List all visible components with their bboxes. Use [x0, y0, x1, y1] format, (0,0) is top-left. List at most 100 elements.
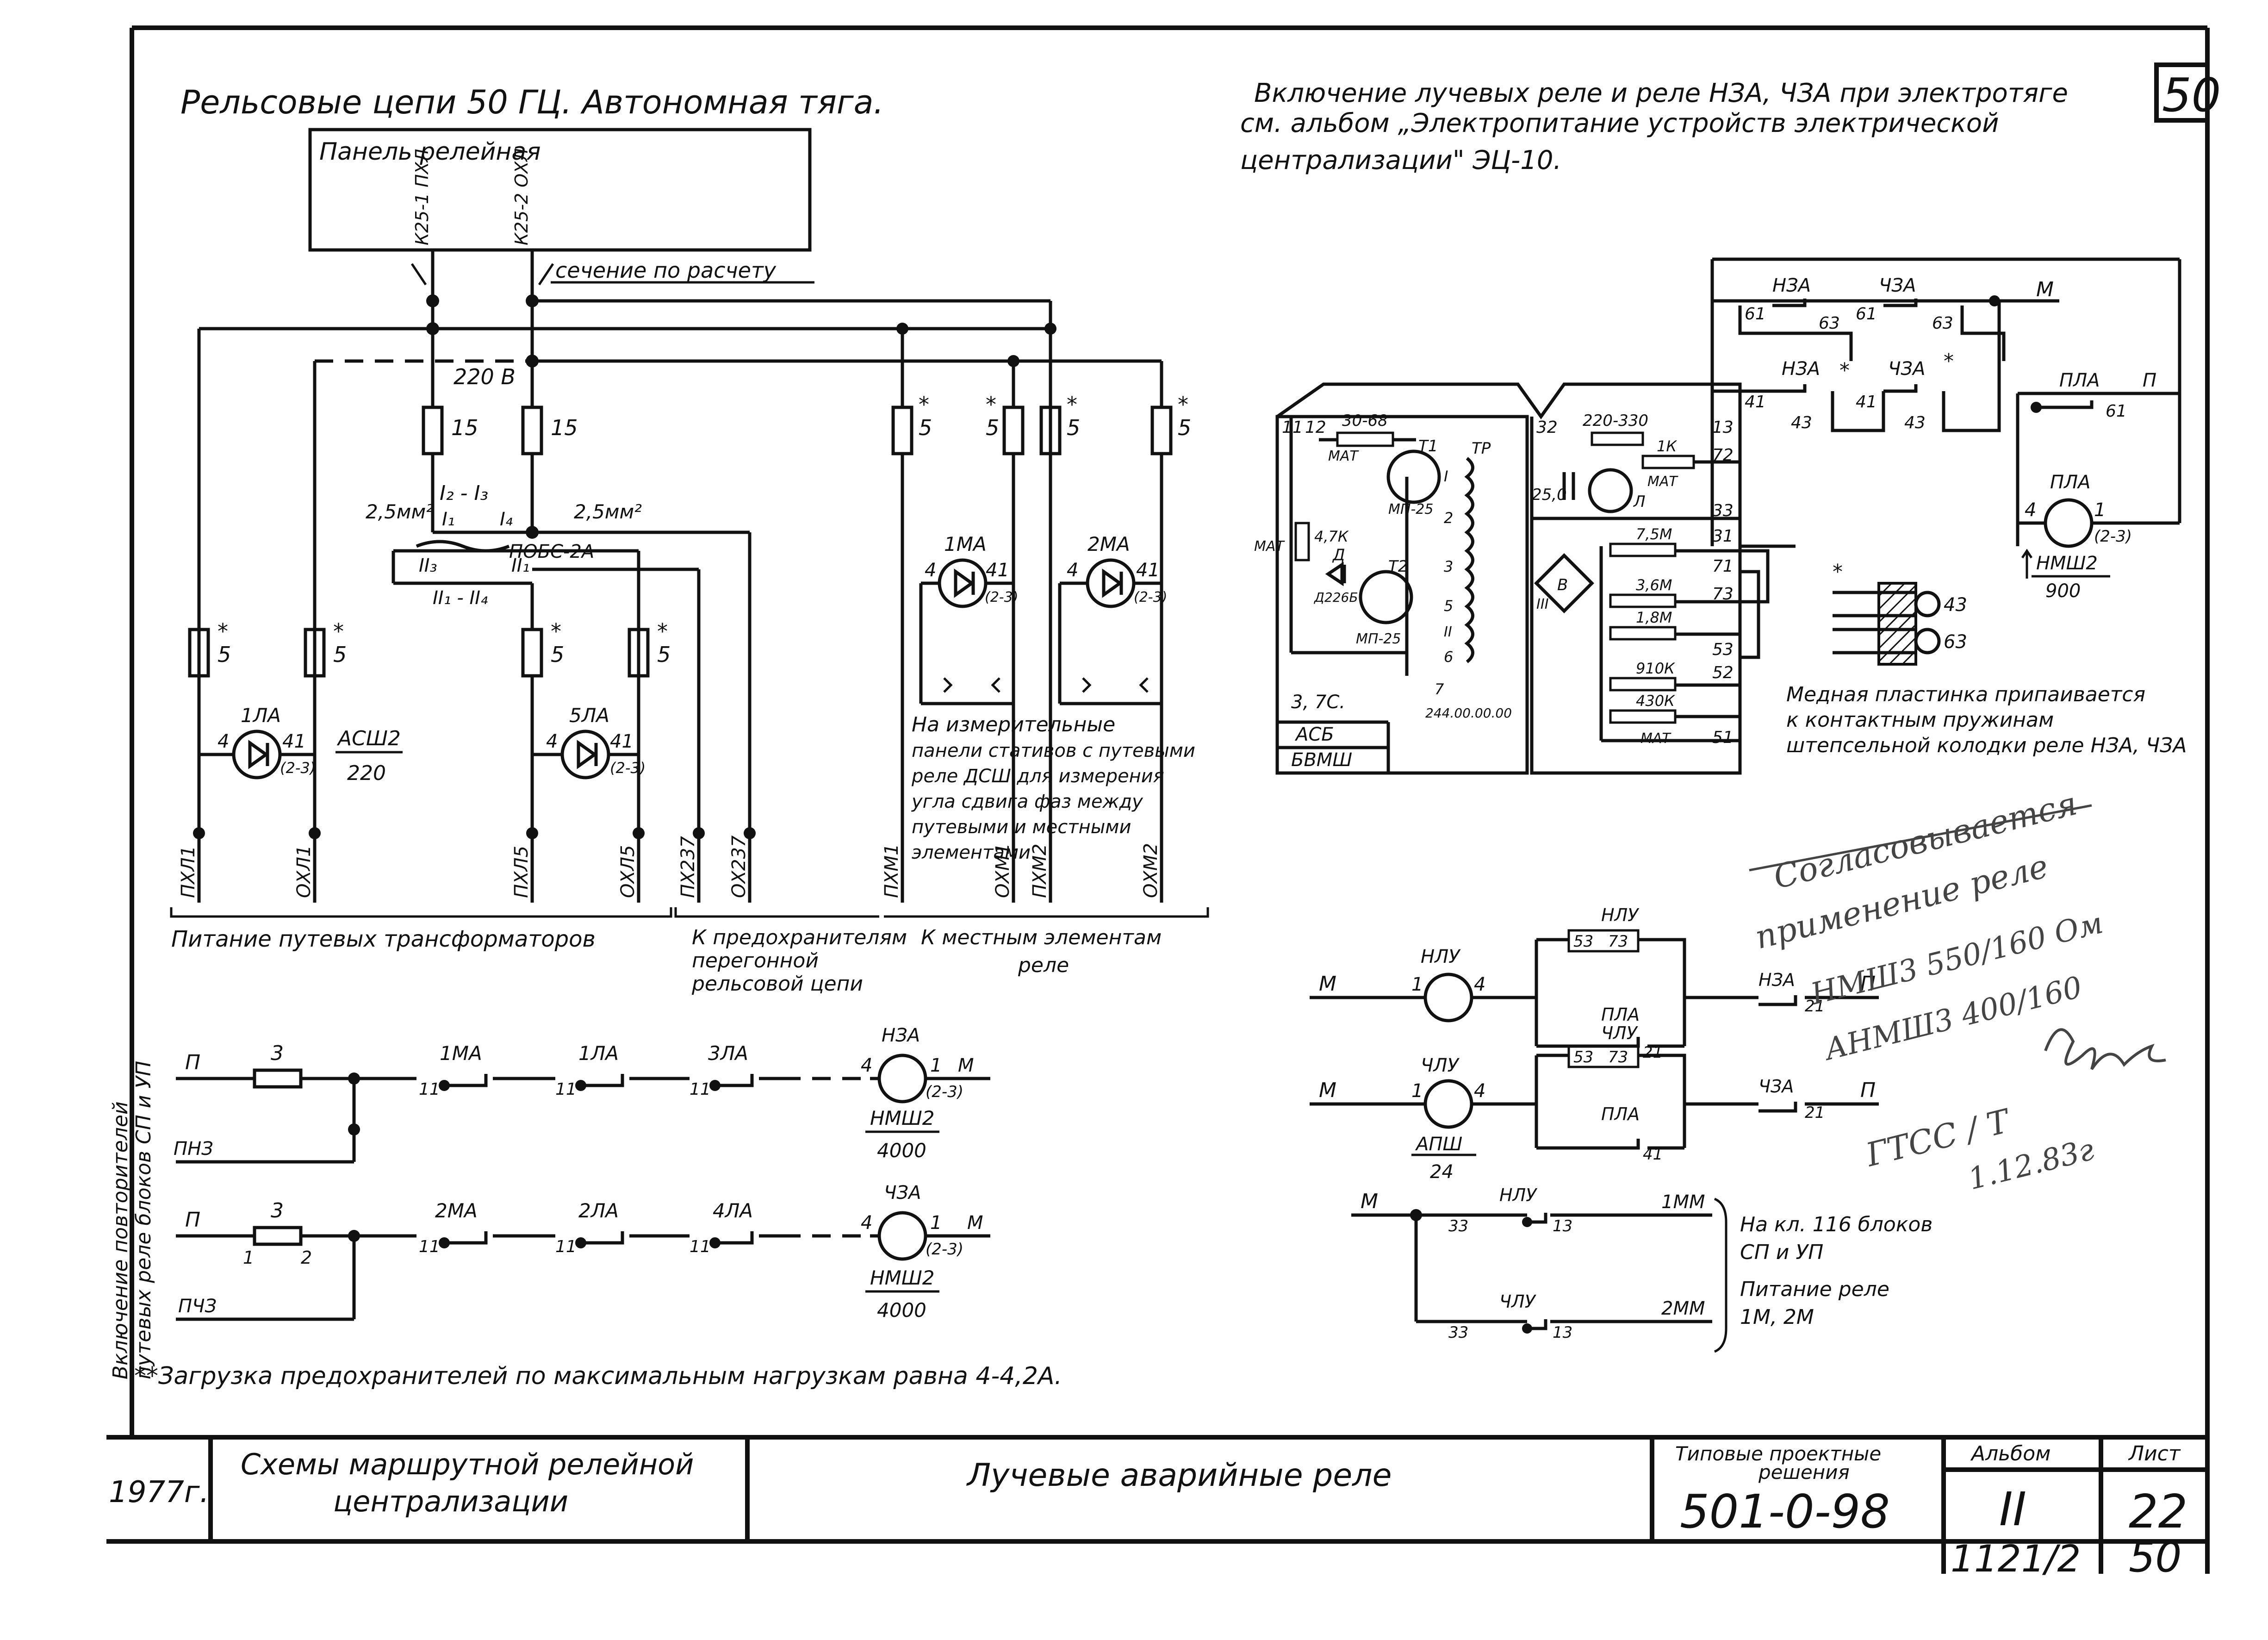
fuse-star: * [657, 619, 668, 644]
box-label-bvmsh: БВМШ [1291, 749, 1352, 771]
row2-relay-pin-4: 4 [861, 1212, 872, 1234]
caption-to-fuses-2: перегонной [692, 949, 819, 973]
nza-top: НЗА [1772, 275, 1811, 296]
fuse-15-left: 15 [422, 405, 478, 532]
pla-feed: П [2143, 370, 2156, 391]
caption-to-fuses-3: рельсовой цепи [691, 972, 863, 996]
mm-note-4: 1М, 2М [1740, 1305, 1814, 1329]
clu-pin-1: 1 [1411, 1080, 1423, 1102]
nza-end: НЗА [1758, 970, 1795, 990]
winding-iii: III [1536, 596, 1549, 612]
mm-out-2: 2ММ [1661, 1298, 1705, 1319]
title-block: 1977г. Схемы маршрутной релейной централ… [106, 1435, 2207, 1582]
pla-relay-value: 900 [2045, 580, 2081, 602]
resistor-mat-4: МАТ [1640, 730, 1671, 747]
mm-pin-33: 33 [1448, 1217, 1468, 1235]
row2-relay-value: 4000 [877, 1299, 926, 1322]
fuse-star: * [919, 392, 929, 417]
clu-type: АПШ [1415, 1134, 1462, 1155]
fuse-star: * [1067, 392, 1077, 417]
relay-2ma-pin-c: (2-3) [1134, 589, 1167, 605]
row1-relay-pin-4: 4 [861, 1055, 872, 1076]
row2-pin: 11 [690, 1237, 711, 1256]
clu-circuit: М ЧЛУ 1 4 АПШ 24 ЧЛУ 53 73 ПЛА 41 ЧЗА 21… [1310, 1023, 1879, 1183]
terminal-pxl1: ПХЛ1 [178, 846, 199, 898]
electronic-block: 11 12 30-68 МАТ Т1 МП-25 Т2 МП-25 4,7К М… [1254, 382, 1796, 775]
row2-return: ПЧЗ [178, 1296, 217, 1317]
row2-relay-name: ЧЗА [884, 1182, 921, 1203]
row2-pin: 11 [419, 1237, 440, 1256]
fuse-5-label: 5 [1067, 415, 1080, 440]
voltage-220: 220 В [454, 364, 516, 389]
relay-5la-name: 5ЛА [569, 704, 609, 727]
row2-relay-pins: (2-3) [926, 1240, 963, 1259]
feed-right-label: К25-2 ОХЛ [511, 148, 532, 245]
mm-pin-13b: 13 [1553, 1323, 1572, 1342]
transistor-t2: Т2 [1388, 557, 1408, 576]
row1-pin: 11 [419, 1080, 440, 1099]
repeater-title-2: путевых реле блоков СП и УП [132, 1061, 155, 1379]
repeater-title: Включение повторителей путевых реле блок… [109, 1061, 155, 1379]
page-number: 50 [2129, 1533, 2182, 1582]
row1-relay-m: М [958, 1055, 974, 1076]
relay-value: 220 [347, 761, 386, 785]
sheet-frame: 50 [130, 25, 2221, 1574]
row2-relay-m: М [967, 1212, 983, 1234]
pin-52: 52 [1712, 663, 1734, 682]
resistor-7-5m: 7,5М [1636, 525, 1672, 543]
relay-1la-pin-a: 4 [217, 731, 229, 752]
fuse-5-label: 5 [333, 642, 347, 667]
feed-left-label: К25-1 ПХЛ [412, 149, 432, 245]
row2-fuse: 3 [271, 1199, 284, 1222]
relay-1ma-pin-b: 41 [986, 560, 1009, 581]
repeater-title-1: Включение повторителей [109, 1101, 132, 1379]
winding-ii3: II₃ [419, 555, 437, 576]
clu-end: П [1860, 1079, 1876, 1102]
copper-note-3: штепсельной колодки реле НЗА, ЧЗА [1786, 734, 2187, 757]
pla-relay-name: ПЛА [2050, 472, 2091, 493]
mm-note-2: СП и УП [1740, 1241, 1823, 1264]
terminal-oxl5: ОХЛ5 [617, 845, 639, 898]
sheet-label: Лист [2128, 1442, 2181, 1465]
nlu-relay: НЛУ [1421, 946, 1461, 967]
fuse-5-label: 5 [217, 642, 231, 667]
clu-feed: М [1319, 1079, 1336, 1102]
cross-mark: * [1839, 359, 1850, 382]
mm-feed: М [1361, 1190, 1378, 1213]
fuse-15-label: 15 [551, 415, 578, 440]
cza-end-pin: 21 [1805, 1104, 1825, 1122]
fuse-5-pxl1: 5 * [188, 619, 231, 678]
fuse-15-right: 15 [521, 405, 578, 532]
row1-pin: 11 [555, 1080, 577, 1099]
pla-relay-pins: (2-3) [2094, 527, 2132, 546]
box-label-asb: АСБ [1294, 724, 1334, 745]
pin-71: 71 [1712, 557, 1734, 576]
cza-end: ЧЗА [1758, 1076, 1794, 1097]
rail-circuits-title: Рельсовые цепи 50 ГЦ. Автономная тяга. [180, 83, 884, 121]
nza-end-pin: 21 [1805, 997, 1825, 1016]
nlu-circuit: М НЛУ 1 4 НЛУ 53 73 ПЛА 21 НЗА 21 П [1310, 905, 1879, 1062]
relay-1ma-name: 1МА [944, 533, 987, 555]
caption-to-fuses-1: К предохранителям [692, 926, 907, 949]
nlu-top-pin-73: 73 [1608, 932, 1628, 951]
relay-5la-pin-a: 4 [546, 731, 558, 752]
trans-pin-6: 6 [1444, 648, 1453, 666]
nlu-pin-4: 4 [1474, 974, 1485, 995]
copper-note-1: Медная пластинка припаивается [1786, 683, 2145, 706]
contact-network: М НЗА 61 63 ЧЗА 61 63 * * НЗА 41 43 ЧЗА … [1710, 257, 2181, 602]
nlu-pin-1: 1 [1411, 974, 1423, 995]
relay-5la-pin-b: 41 [610, 731, 634, 752]
copper-note: Медная пластинка припаивается к контактн… [1786, 683, 2187, 757]
resistor-220-330: 220-330 [1583, 412, 1648, 430]
album-value: II [1999, 1482, 2026, 1536]
resistor-430k: 430К [1636, 692, 1675, 710]
row1-contact-1ma: 1МА [440, 1042, 482, 1065]
fuse-5-label: 5 [551, 642, 564, 667]
pla-pin-21: 21 [1643, 1043, 1663, 1062]
row1-relay-value: 4000 [877, 1139, 926, 1162]
row1-relay-pins: (2-3) [926, 1083, 963, 1101]
winding-i4: I₄ [500, 509, 513, 530]
clu-top-pin-53: 53 [1573, 1048, 1593, 1066]
mm-relay-nlu: НЛУ [1499, 1185, 1538, 1205]
